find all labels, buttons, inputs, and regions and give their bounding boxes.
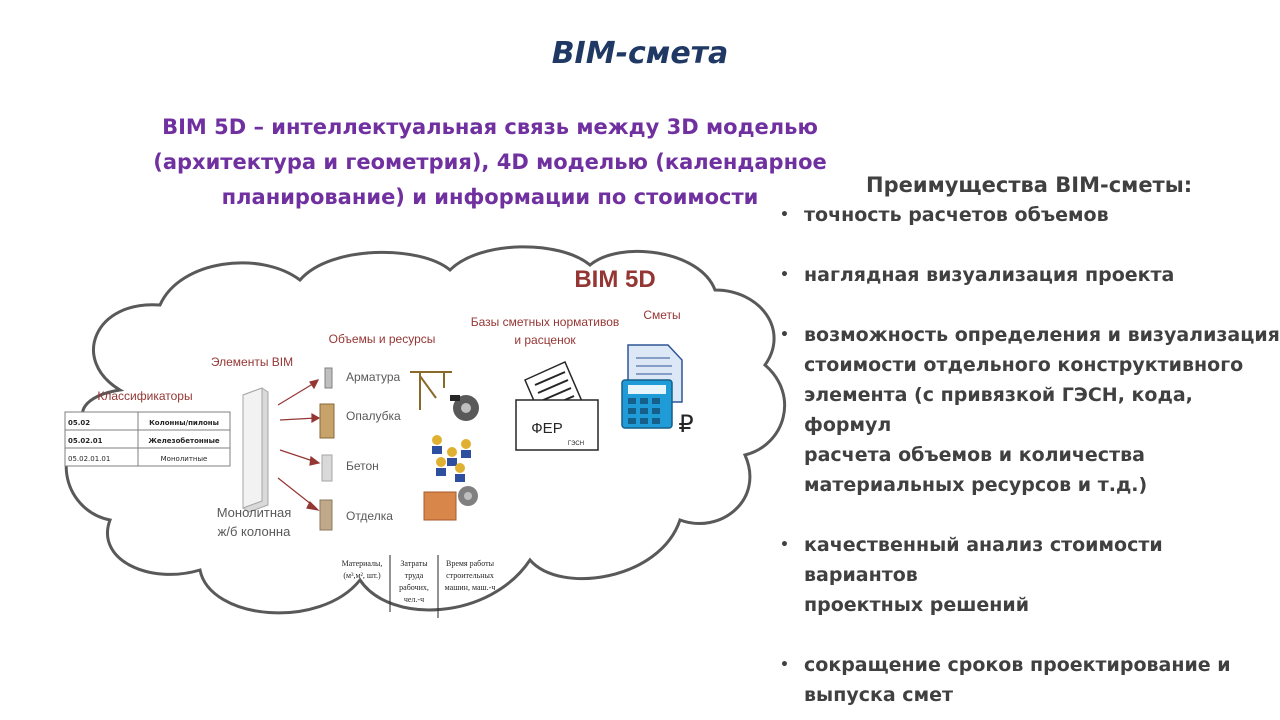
classifier-code: 05.02.01	[68, 437, 103, 445]
volumes-label: Объемы и ресурсы	[329, 332, 436, 346]
advantage-item: • наглядная визуализация проекта	[780, 260, 1280, 290]
bullet-icon: •	[780, 267, 789, 283]
bim5d-label: BIM 5D	[574, 266, 655, 293]
crane-icon	[410, 371, 452, 410]
bullet-icon: •	[780, 537, 789, 553]
volume-item: Бетон	[346, 459, 379, 473]
volume-item: Арматура	[346, 370, 401, 384]
advantage-item: • качественный анализ стоимости варианто…	[780, 530, 1280, 620]
column-caption-line1: Монолитная	[217, 505, 292, 520]
bim-elements-label: Элементы BIM	[211, 355, 293, 369]
arrows	[277, 379, 321, 511]
advantages-list: • точность расчетов объемов • наглядная …	[780, 200, 1280, 710]
norms-label-line2: и расценок	[514, 333, 576, 347]
fer-label: ФЕР	[531, 420, 562, 437]
units-table	[389, 555, 439, 618]
units-col: Время работы	[446, 559, 495, 568]
classifiers-table: 05.02 Колонны/пилоны 05.02.01 Железобето…	[64, 411, 231, 467]
rebar-icon	[324, 367, 333, 389]
formwork-icon	[319, 403, 335, 439]
bullet-icon: •	[780, 207, 789, 223]
volume-item: Опалубка	[346, 409, 401, 423]
classifiers-label: Классификаторы	[97, 389, 192, 403]
units-col: Материалы,	[342, 559, 383, 568]
advantages-heading: Преимущества BIM-сметы:	[866, 173, 1193, 197]
classifier-name: Железобетонные	[148, 437, 220, 445]
volume-item: Отделка	[346, 509, 393, 523]
gesn-label: ГЭСН	[568, 441, 584, 447]
classifier-name: Монолитные	[161, 455, 208, 463]
units-col: чел.-ч	[404, 595, 424, 604]
classifier-code: 05.02.01.01	[68, 455, 110, 463]
documents-icon	[515, 361, 599, 451]
concrete-icon	[321, 454, 333, 482]
classifier-code: 05.02	[68, 419, 90, 427]
saw-icon	[450, 395, 479, 421]
units-col: строительных	[446, 571, 494, 580]
units-col: труда	[405, 571, 424, 580]
tiles-icon	[423, 486, 478, 521]
advantage-item: • сокращение сроков проектирование и вып…	[780, 650, 1280, 710]
units-col: Затраты	[400, 559, 428, 568]
slide-title: BIM-смета	[551, 36, 729, 71]
bullet-icon: •	[780, 657, 789, 673]
column-caption-line2: ж/б колонна	[218, 524, 291, 539]
norms-label-line1: Базы сметных нормативов	[471, 315, 620, 329]
bullet-icon: •	[780, 327, 789, 343]
classifier-name: Колонны/пилоны	[149, 419, 219, 427]
calculator-icon	[621, 379, 673, 429]
units-col: (м³,м², шт.)	[343, 571, 381, 580]
ruble-icon: ₽	[678, 410, 693, 438]
cloud-shape	[64, 245, 787, 615]
estimates-label: Сметы	[643, 308, 680, 322]
units-col: рабочих,	[399, 583, 429, 592]
units-col: машин, маш.-ч	[445, 583, 496, 592]
finishing-icon	[319, 499, 333, 531]
advantage-item: • возможность определения и визуализация…	[780, 320, 1280, 500]
column-icon	[242, 387, 269, 513]
workers-icon	[432, 435, 471, 482]
advantage-item: • точность расчетов объемов	[780, 200, 1280, 230]
slide-subtitle: BIM 5D – интеллектуальная связь между 3D…	[153, 115, 827, 209]
